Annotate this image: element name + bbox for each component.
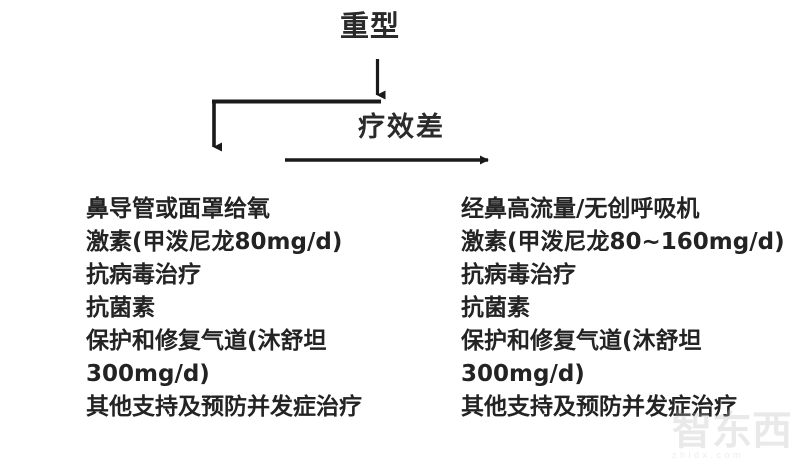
treatment-line: 保护和修复气道(沐舒坦 bbox=[461, 328, 702, 354]
treatment-line: 其他支持及预防并发症治疗 bbox=[86, 394, 362, 420]
branch-condition-label: 疗效差 bbox=[358, 112, 445, 143]
treatment-line: 激素(甲泼尼龙80~160mg/d) bbox=[461, 229, 785, 255]
treatment-line: 其他支持及预防并发症治疗 bbox=[461, 394, 737, 420]
treatment-line: 激素(甲泼尼龙80mg/d) bbox=[86, 229, 343, 255]
watermark-url: zhidx.com bbox=[672, 450, 745, 460]
flow-connectors bbox=[212, 59, 489, 165]
treatment-line: 鼻导管或面罩给氧 bbox=[86, 196, 270, 222]
treatment-column-escalated: 经鼻高流量/无创呼吸机 激素(甲泼尼龙80~160mg/d) 抗病毒治疗 抗菌素… bbox=[461, 193, 791, 424]
treatment-line: 经鼻高流量/无创呼吸机 bbox=[461, 196, 700, 222]
treatment-line: 抗病毒治疗 bbox=[461, 262, 576, 288]
treatment-column-initial: 鼻导管或面罩给氧 激素(甲泼尼龙80mg/d) 抗病毒治疗 抗菌素 保护和修复气… bbox=[86, 193, 436, 424]
treatment-line: 抗病毒治疗 bbox=[86, 262, 201, 288]
treatment-line: 保护和修复气道(沐舒坦 bbox=[86, 328, 327, 354]
treatment-line: 抗菌素 bbox=[86, 295, 155, 321]
treatment-line: 抗菌素 bbox=[461, 295, 530, 321]
treatment-line: 300mg/d) bbox=[461, 361, 585, 387]
treatment-line: 300mg/d) bbox=[86, 361, 210, 387]
root-node-label: 重型 bbox=[340, 9, 401, 43]
